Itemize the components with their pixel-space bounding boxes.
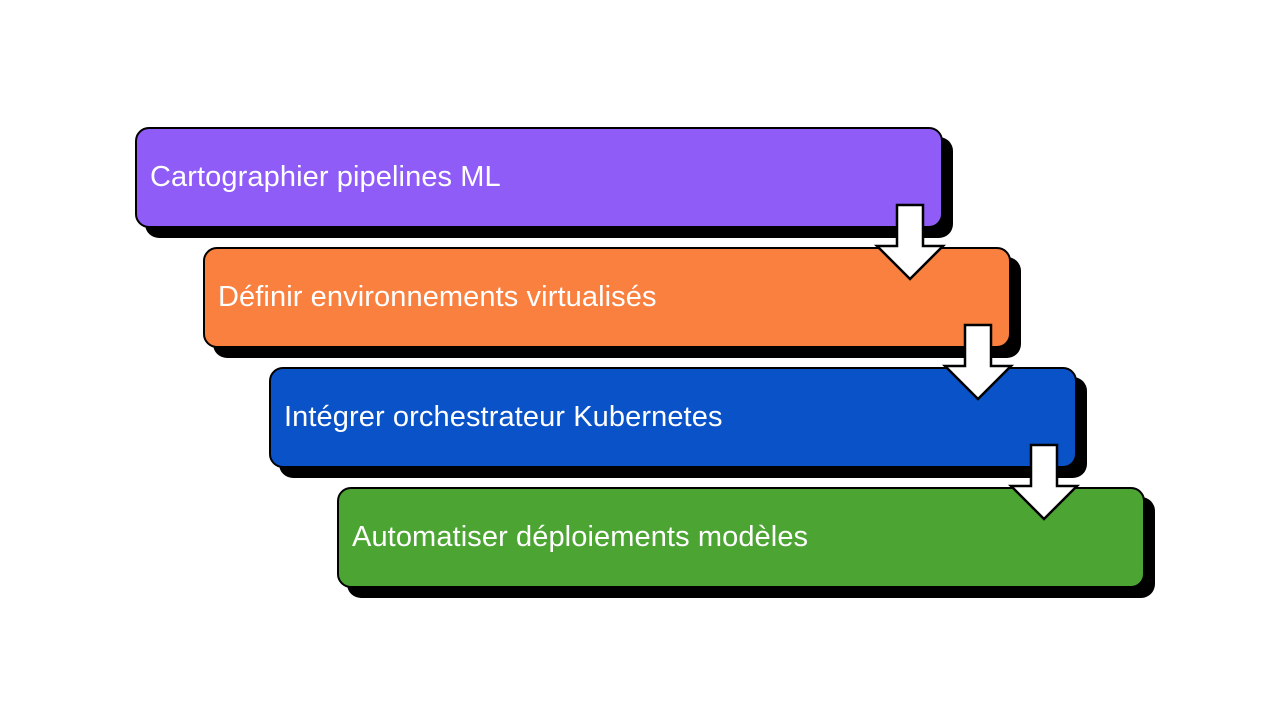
process-step-1-label: Cartographier pipelines ML xyxy=(150,160,501,193)
process-step-4[interactable]: Automatiser déploiements modèles xyxy=(337,487,1145,588)
process-step-3-label: Intégrer orchestrateur Kubernetes xyxy=(284,400,723,433)
process-step-4-label: Automatiser déploiements modèles xyxy=(352,520,809,553)
process-step-1[interactable]: Cartographier pipelines ML xyxy=(135,127,943,228)
process-step-2-label: Définir environnements virtualisés xyxy=(218,280,657,313)
process-step-2[interactable]: Définir environnements virtualisés xyxy=(203,247,1011,348)
process-step-3[interactable]: Intégrer orchestrateur Kubernetes xyxy=(269,367,1077,468)
